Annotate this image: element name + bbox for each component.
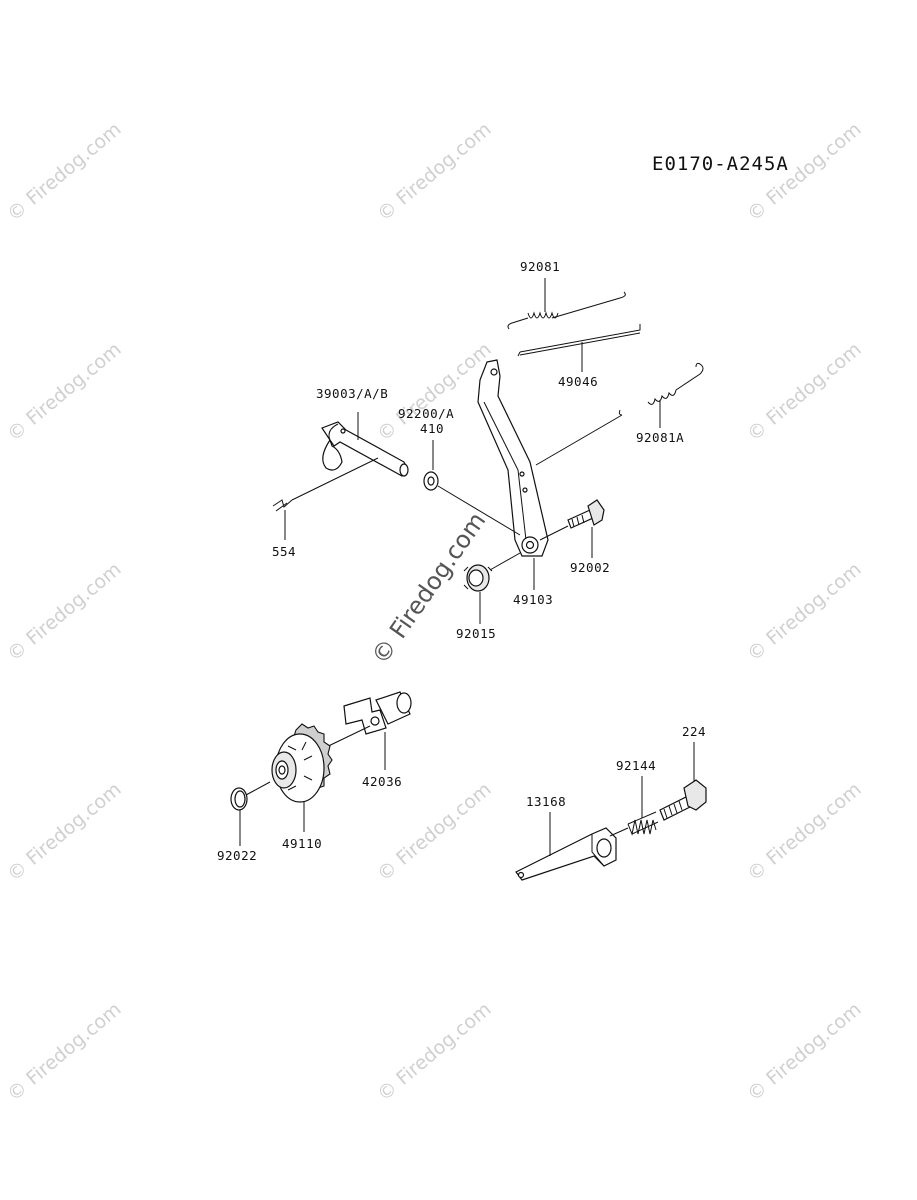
- watermark: © Firedog.com: [3, 778, 125, 886]
- part-label-92200A[interactable]: 92200/A: [398, 406, 454, 421]
- washer-92200A[interactable]: [423, 471, 439, 491]
- watermark-layer: © Firedog.com © Firedog.com © Firedog.co…: [3, 118, 865, 1106]
- part-label-42036[interactable]: 42036: [362, 774, 402, 789]
- bracket-42036[interactable]: [343, 691, 412, 735]
- watermark: © Firedog.com: [373, 778, 495, 886]
- part-label-92002[interactable]: 92002: [570, 560, 610, 575]
- shaft-39003[interactable]: [321, 421, 409, 477]
- watermark: © Firedog.com: [743, 778, 865, 886]
- nut-92015[interactable]: [463, 564, 493, 592]
- assembly-line-554: [291, 457, 379, 501]
- assembly-line-92144: [609, 827, 629, 837]
- bolt-92002[interactable]: [567, 499, 605, 529]
- part-label-554[interactable]: 554: [272, 544, 296, 559]
- gear-49110[interactable]: [271, 723, 333, 803]
- rod-49046[interactable]: [517, 324, 641, 357]
- lever-13168[interactable]: [515, 827, 617, 881]
- part-label-49110[interactable]: 49110: [282, 836, 322, 851]
- assembly-line-92015: [489, 552, 521, 571]
- part-label-49046[interactable]: 49046: [558, 374, 598, 389]
- part-label-92081[interactable]: 92081: [520, 259, 560, 274]
- spring-92081A[interactable]: [535, 362, 704, 466]
- lever-49103[interactable]: [477, 359, 549, 557]
- part-label-39003[interactable]: 39003/A/B: [316, 386, 388, 401]
- watermark: © Firedog.com: [743, 558, 865, 666]
- part-label-92081A[interactable]: 92081A: [636, 430, 684, 445]
- part-label-224[interactable]: 224: [682, 724, 706, 739]
- washer-92022[interactable]: [230, 787, 248, 811]
- part-label-13168[interactable]: 13168: [526, 794, 566, 809]
- part-label-49103[interactable]: 49103: [513, 592, 553, 607]
- assembly-line-92200A: [437, 485, 521, 536]
- watermark: © Firedog.com: [3, 998, 125, 1106]
- spring-92144[interactable]: [627, 811, 659, 836]
- part-label-92015[interactable]: 92015: [456, 626, 496, 641]
- watermark: © Firedog.com: [3, 558, 125, 666]
- assembly-line-92002: [539, 525, 569, 541]
- watermark: © Firedog.com: [373, 998, 495, 1106]
- assembly-line-92022: [245, 781, 271, 796]
- bolt-224[interactable]: [659, 779, 707, 821]
- watermark: © Firedog.com: [3, 118, 125, 226]
- watermark: © Firedog.com: [3, 338, 125, 446]
- pin-554[interactable]: [272, 499, 293, 512]
- part-label-410[interactable]: 410: [420, 421, 444, 436]
- watermark: © Firedog.com: [743, 998, 865, 1106]
- watermark: © Firedog.com: [743, 338, 865, 446]
- spring-92081[interactable]: [507, 291, 626, 330]
- part-label-92022[interactable]: 92022: [217, 848, 257, 863]
- diagram-code: E0170-A245A: [652, 153, 789, 175]
- watermark: © Firedog.com: [373, 118, 495, 226]
- part-label-92144[interactable]: 92144: [616, 758, 656, 773]
